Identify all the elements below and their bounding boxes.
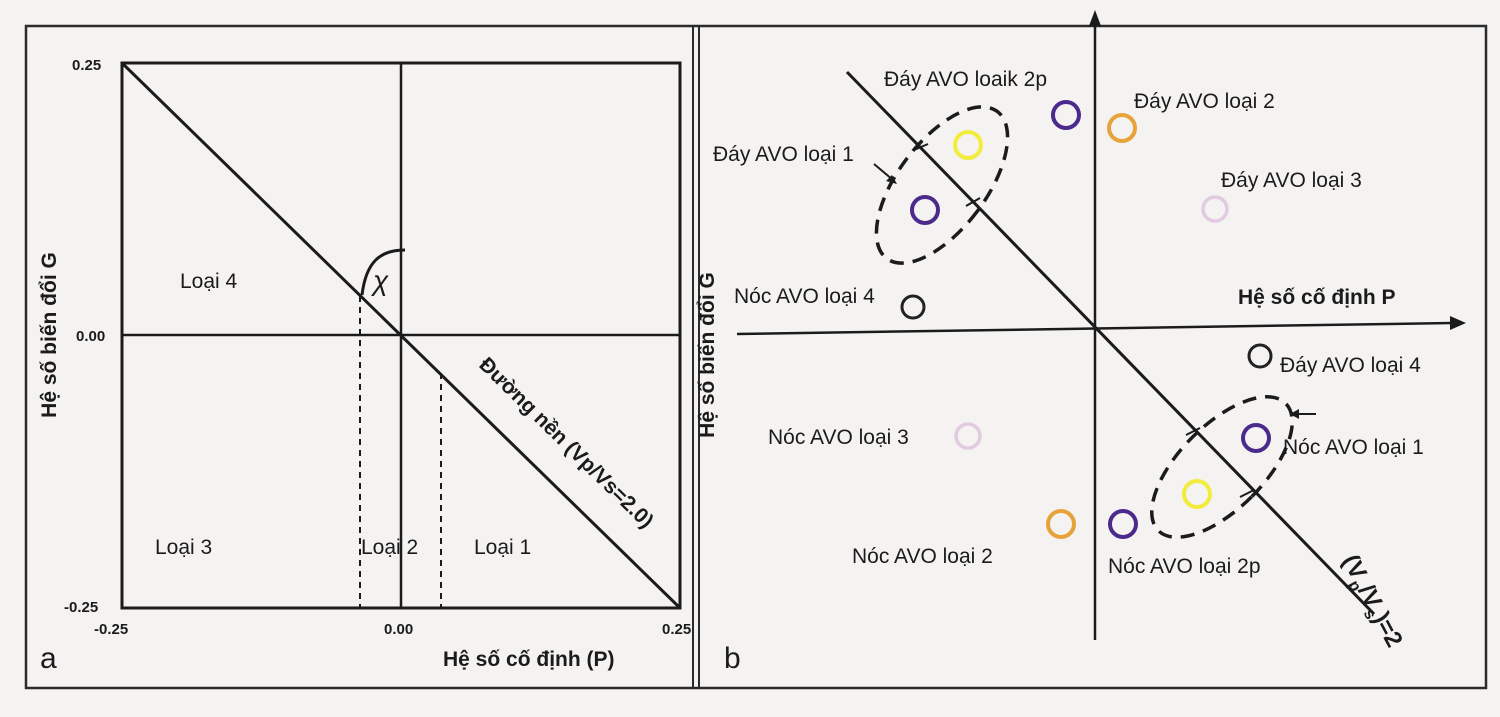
label-day2: Đáy AVO loại 2 — [1134, 90, 1275, 113]
marker-noc2 — [1046, 509, 1076, 539]
label-noc2: Nóc AVO loại 2 — [852, 545, 993, 568]
label-day4: Đáy AVO loại 4 — [1280, 354, 1421, 377]
region-loai1: Loại 1 — [474, 536, 531, 559]
trend-tick-2 — [965, 197, 981, 207]
x-tick-mid: 0.00 — [384, 621, 413, 638]
marker-day4 — [1247, 343, 1273, 369]
marker-noc3 — [954, 422, 982, 450]
panel-a-letter: a — [40, 642, 57, 675]
panel-a-x-axis-title: Hệ số cố định (P) — [443, 648, 615, 671]
panel-b-y-arrow — [1089, 10, 1101, 26]
region-loai3: Loại 3 — [155, 536, 212, 559]
marker-noc1 — [1241, 423, 1271, 453]
upper-dashed-ellipse — [874, 105, 1010, 265]
label-noc3: Nóc AVO loại 3 — [768, 426, 909, 449]
marker-noc4 — [900, 294, 926, 320]
trend-tick-3 — [1185, 427, 1201, 436]
panel-b-y-axis-title: Hệ số biến đổi G — [696, 272, 719, 438]
marker-day2 — [1107, 113, 1137, 143]
arrow-day1-head — [886, 175, 897, 184]
label-noc4: Nóc AVO loại 4 — [734, 285, 875, 308]
marker-day3 — [1201, 195, 1229, 223]
panel-a-y-axis-title: Hệ số biến đổi G — [38, 252, 61, 418]
marker-day1 — [910, 195, 940, 225]
y-tick-mid: 0.00 — [76, 328, 105, 345]
figure-frame — [24, 24, 1488, 690]
label-day1: Đáy AVO loại 1 — [713, 143, 854, 166]
angle-symbol: χ — [370, 265, 389, 296]
panel-b-x-axis-title: Hệ số cố định P — [1238, 286, 1396, 309]
marker-noc-bottom-purple — [1108, 509, 1138, 539]
y-tick-top: 0.25 — [72, 57, 101, 74]
panel-b-x-arrow — [1450, 316, 1466, 330]
region-loai2: Loại 2 — [361, 536, 418, 559]
label-day2p: Đáy AVO loaik 2p — [884, 68, 1047, 91]
x-tick-left: -0.25 — [94, 621, 128, 638]
label-noc1: Nóc AVO loại 1 — [1283, 436, 1424, 459]
panel-a-angle-arc — [360, 248, 406, 296]
marker-noc2p — [1182, 479, 1212, 509]
lower-dashed-ellipse — [1150, 395, 1294, 539]
marker-day-top-purple — [1051, 100, 1081, 130]
arrow-noc1-head — [1290, 409, 1299, 419]
region-loai4: Loại 4 — [180, 270, 238, 293]
trend-tick-4 — [1239, 489, 1255, 498]
marker-day2p — [953, 130, 983, 160]
panel-b-letter: b — [724, 642, 741, 675]
y-tick-bottom: -0.25 — [64, 599, 98, 616]
panel-b-trend-line — [845, 70, 1376, 616]
label-day3: Đáy AVO loại 3 — [1221, 169, 1362, 192]
panel-a-background-line — [120, 61, 682, 610]
label-noc2p: Nóc AVO loại 2p — [1108, 555, 1261, 578]
x-tick-right: 0.25 — [662, 621, 691, 638]
